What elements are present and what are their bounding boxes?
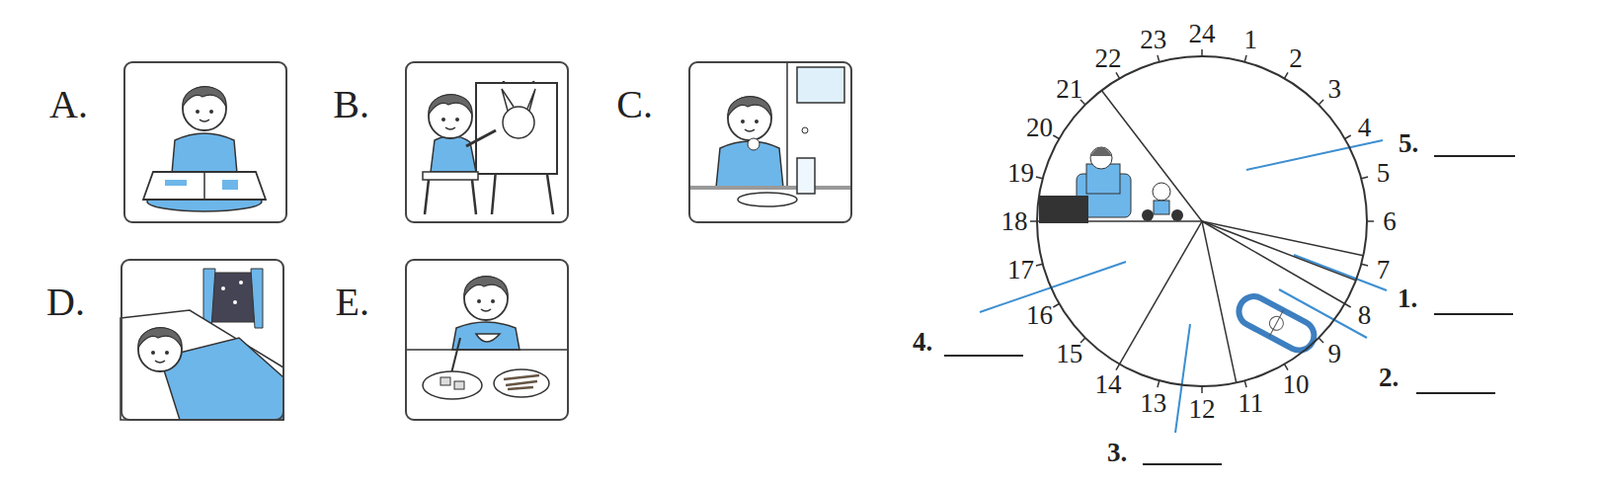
sector-line xyxy=(1101,90,1202,222)
sector-line xyxy=(1120,221,1203,365)
hour-number: 21 xyxy=(1055,73,1083,104)
sleeping-boy xyxy=(120,268,284,420)
breakfast-boy xyxy=(688,61,852,207)
hour-number: 3 xyxy=(1328,73,1343,104)
hour-tick xyxy=(1157,380,1160,388)
hour-number: 5 xyxy=(1376,157,1391,188)
hour-number: 15 xyxy=(1055,338,1083,370)
sector-line xyxy=(1037,220,1202,223)
hour-number: 9 xyxy=(1328,338,1343,370)
hour-tick xyxy=(1244,55,1247,63)
hour-tick xyxy=(1200,49,1203,57)
hour-number: 8 xyxy=(1358,300,1372,331)
hour-tick xyxy=(1360,176,1368,179)
hour-tick xyxy=(1036,176,1043,179)
hour-tick xyxy=(1345,304,1352,309)
hour-number: 12 xyxy=(1189,394,1216,425)
clock-circle xyxy=(1037,56,1367,387)
hour-tick xyxy=(1360,263,1368,266)
hour-number: 6 xyxy=(1382,206,1397,238)
hour-number: 10 xyxy=(1282,368,1310,400)
hour-tick xyxy=(1200,386,1203,394)
hour-number: 20 xyxy=(1026,112,1053,144)
sector-line xyxy=(1201,221,1346,305)
option-letter: E. xyxy=(335,278,370,325)
question-number: 3. xyxy=(1107,437,1127,469)
hour-number: 24 xyxy=(1189,18,1216,50)
hour-number: 14 xyxy=(1095,368,1122,400)
hour-number: 11 xyxy=(1237,387,1264,418)
hour-tick xyxy=(1244,380,1247,388)
answer-blanks xyxy=(944,156,1516,465)
question-number: 1. xyxy=(1397,283,1418,315)
hour-tick xyxy=(1318,337,1324,343)
hour-number: 23 xyxy=(1139,24,1167,56)
option-letter: C. xyxy=(616,80,653,128)
hour-tick xyxy=(1116,72,1120,79)
hour-number: 13 xyxy=(1139,387,1167,418)
hour-number: 18 xyxy=(1001,206,1029,238)
hour-number: 19 xyxy=(1007,157,1035,188)
option-letter: D. xyxy=(46,278,85,325)
hour-tick xyxy=(1052,135,1059,140)
sector-line xyxy=(1201,221,1357,281)
hour-tick xyxy=(1345,135,1352,140)
hour-number: 17 xyxy=(1007,254,1035,286)
question-number: 4. xyxy=(912,326,933,358)
picture-card: D. xyxy=(120,258,285,421)
option-letter: B. xyxy=(332,80,370,128)
picture-card: C. xyxy=(688,61,853,224)
tv-scene xyxy=(1039,147,1184,224)
sports-field xyxy=(1233,291,1319,356)
hour-tick xyxy=(1052,304,1059,309)
lunch-boy xyxy=(404,276,568,400)
picture-card: E. xyxy=(404,258,569,421)
option-letter: A. xyxy=(49,80,88,128)
sector-line xyxy=(1201,221,1237,383)
sector-line xyxy=(1201,221,1363,256)
hour-tick xyxy=(1157,55,1160,63)
hour-tick xyxy=(1366,220,1374,223)
hour-number: 16 xyxy=(1026,300,1053,331)
hour-number: 1 xyxy=(1243,24,1258,56)
hour-tick xyxy=(1036,263,1043,266)
painting-boy xyxy=(422,80,558,215)
hour-tick xyxy=(1284,72,1289,79)
hour-tick xyxy=(1318,99,1324,105)
hour-number: 4 xyxy=(1358,112,1372,144)
hour-tick xyxy=(1030,220,1038,223)
hour-number: 2 xyxy=(1288,43,1303,75)
question-number: 5. xyxy=(1398,128,1419,160)
question-number: 2. xyxy=(1378,362,1399,394)
picture-card: B. xyxy=(404,61,569,224)
picture-card: A. xyxy=(123,61,288,224)
hour-number: 22 xyxy=(1095,43,1122,75)
reading-boy xyxy=(143,86,266,212)
hour-number: 7 xyxy=(1376,254,1391,286)
